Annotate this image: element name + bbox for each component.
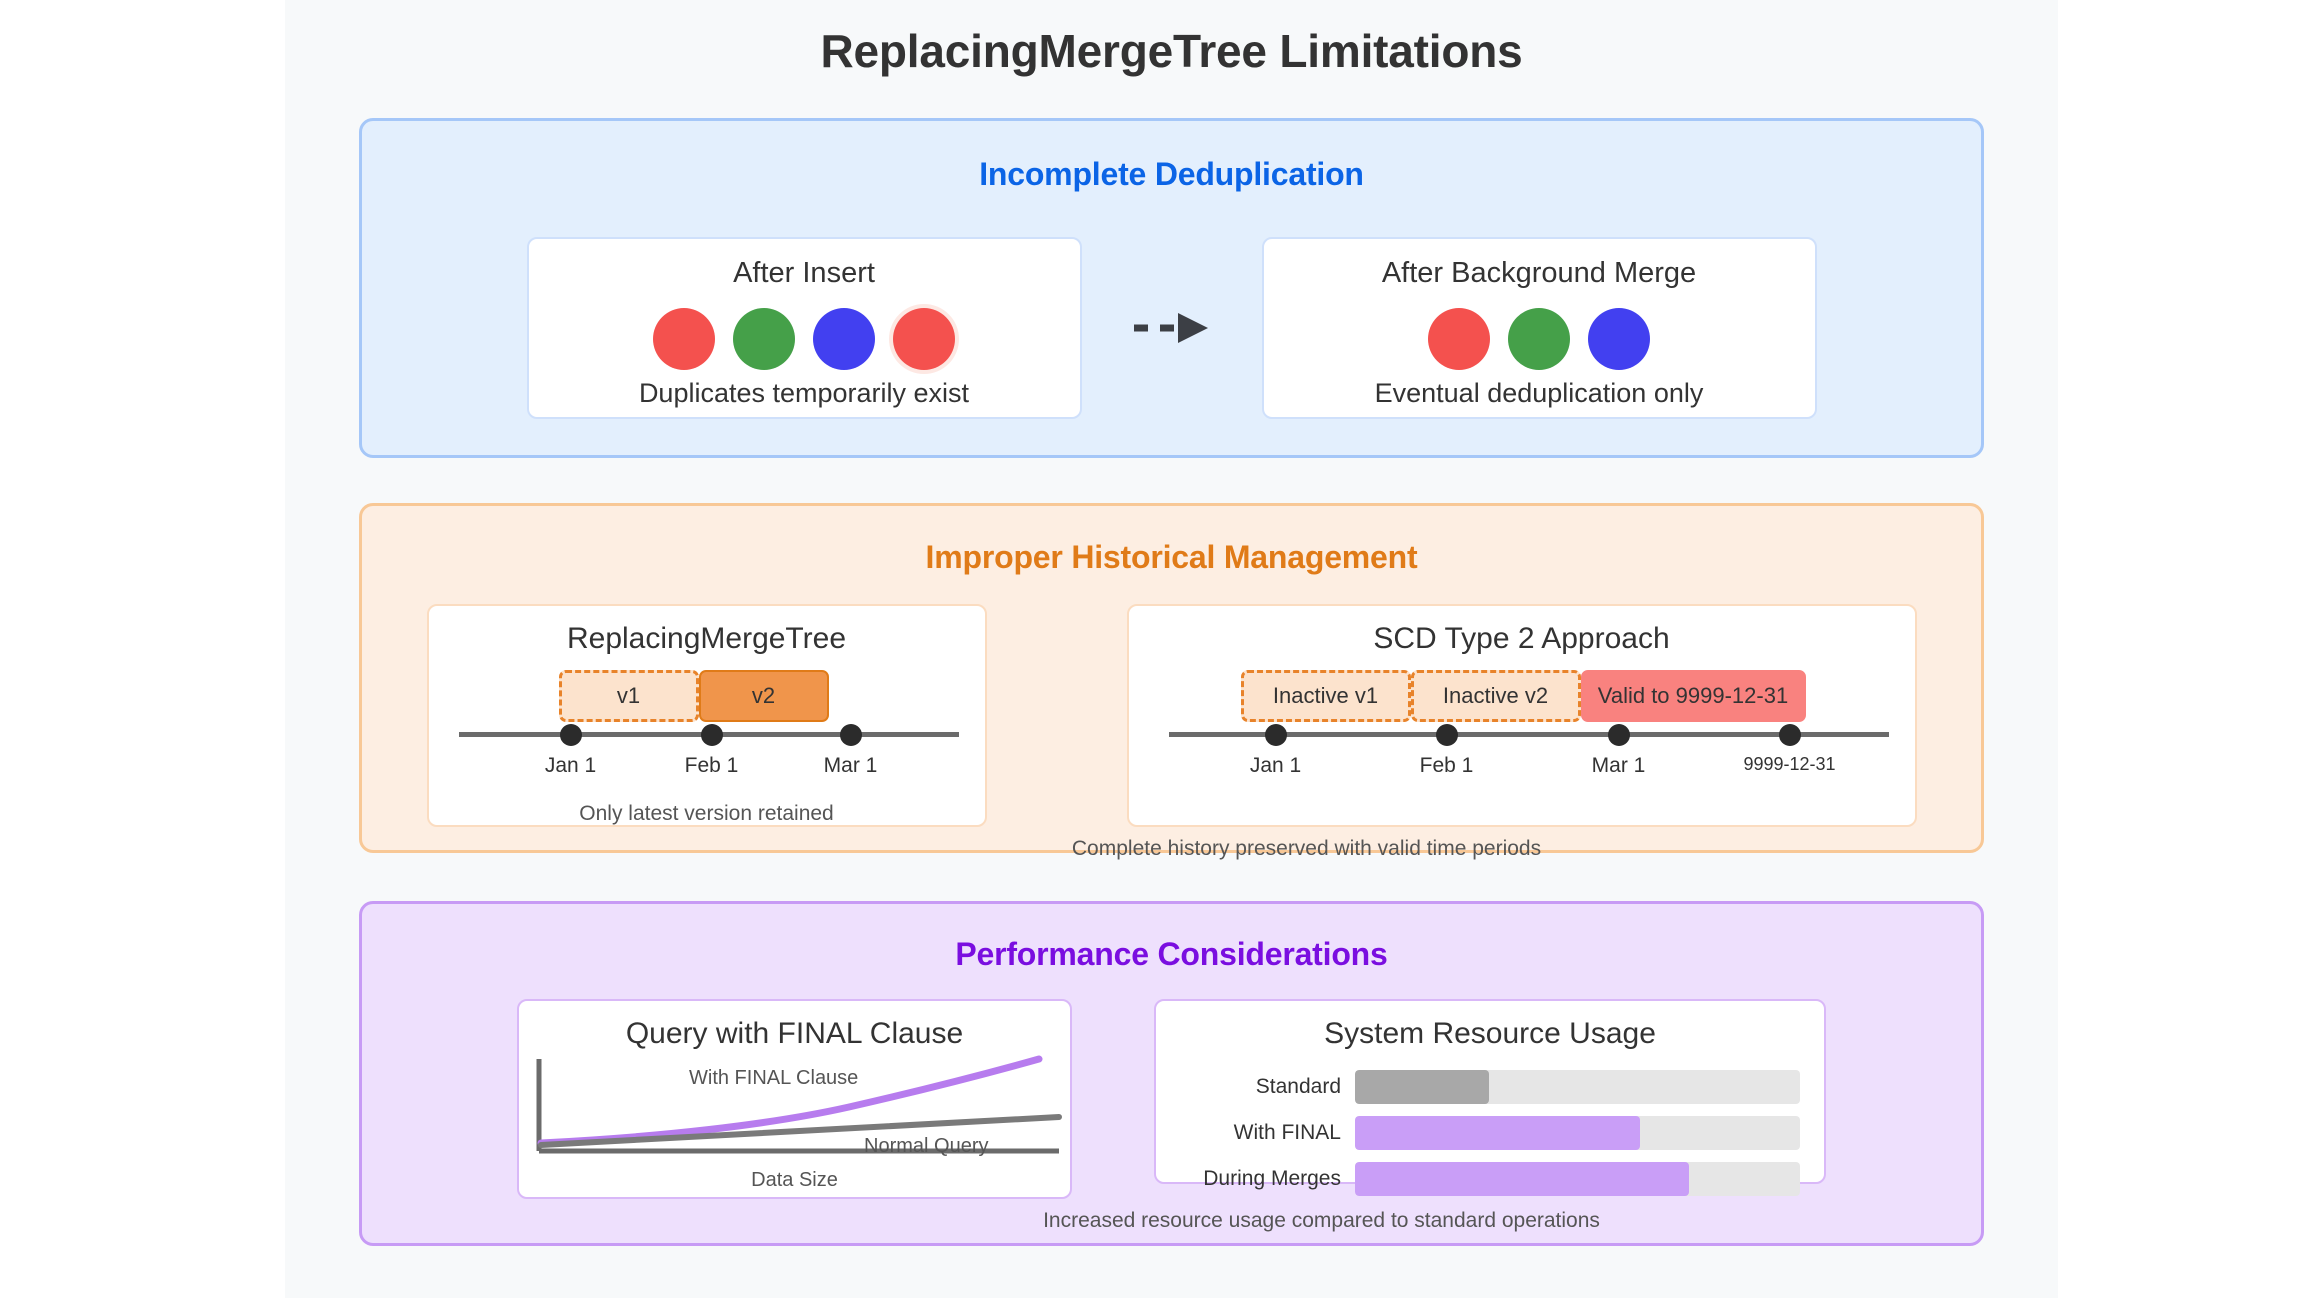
timeline-tick-label: Feb 1 [1419, 754, 1474, 777]
timeline-dot [559, 724, 582, 746]
record-circle-red [1428, 308, 1490, 370]
card-caption-after-insert: Duplicates temporarily exist [638, 378, 970, 408]
version-box-label: v2 [751, 683, 776, 708]
card-title-final: Query with FINAL Clause [625, 1017, 964, 1050]
card-title-rmt: ReplacingMergeTree [566, 622, 847, 655]
history-card-row: ReplacingMergeTree v1 v2 Jan 1 Feb 1 Mar… [362, 604, 1981, 827]
card-query-with-final: Query with FINAL Clause With FINAL Claus… [517, 999, 1072, 1199]
period-box-label: Valid to 9999-12-31 [1597, 683, 1789, 708]
timeline-dot [1435, 724, 1458, 746]
section-improper-historical-management: Improper Historical Management Replacing… [359, 503, 1984, 860]
timeline-dot [1607, 724, 1630, 746]
timeline-tick-label: Mar 1 [1591, 754, 1646, 777]
card-after-insert: After Insert Duplicates temporarily exis… [526, 237, 1082, 419]
card-replacingmergetree: ReplacingMergeTree v1 v2 Jan 1 Feb 1 Mar… [426, 604, 987, 827]
section-performance-considerations: Performance Considerations Query with FI… [359, 901, 1984, 1246]
timeline-tick-label: Jan 1 [544, 754, 597, 777]
section-note-scd: Complete history preserved with valid ti… [1071, 837, 1542, 860]
bar-label: During Merges [1203, 1167, 1341, 1190]
record-circle-blue [1588, 308, 1650, 370]
section-incomplete-deduplication: Incomplete Deduplication After Insert Du… [359, 118, 1984, 458]
bar-track [1355, 1162, 1800, 1196]
bar-fill-during-merges [1355, 1162, 1689, 1196]
period-box-label: Inactive v1 [1272, 683, 1379, 708]
record-circle-red [653, 308, 715, 370]
section-title-performance: Performance Considerations [955, 936, 1388, 972]
chart-xlabel: Data Size [751, 1169, 838, 1191]
version-box-label: v1 [616, 683, 641, 708]
record-circle-blue [813, 308, 875, 370]
timeline-rmt: v1 v2 Jan 1 Feb 1 Mar 1 [429, 670, 985, 780]
card-title-scd: SCD Type 2 Approach [1373, 622, 1670, 655]
timeline-dot [1264, 724, 1287, 746]
card-caption-after-merge: Eventual deduplication only [1374, 378, 1704, 408]
section-title-dedup: Incomplete Deduplication [979, 156, 1364, 192]
section-note-performance: Increased resource usage compared to sta… [1043, 1209, 1600, 1232]
timeline-dot [839, 724, 862, 746]
record-circle-green [733, 308, 795, 370]
series-normal-query [538, 1114, 1062, 1148]
timeline-dot [1778, 724, 1801, 746]
bar-label: With FINAL [1233, 1121, 1341, 1144]
card-system-resource-usage: System Resource Usage Standard With FINA… [1154, 999, 1826, 1196]
timeline-axis [1168, 732, 1889, 737]
bar-row: Standard [1166, 1067, 1800, 1107]
performance-card-row: Query with FINAL Clause With FINAL Claus… [362, 999, 1981, 1199]
dedup-arrow-gap [1082, 310, 1262, 346]
timeline-dot [700, 724, 723, 746]
page-title: ReplacingMergeTree Limitations [820, 25, 1523, 77]
card-title-after-merge: After Background Merge [1381, 257, 1697, 289]
record-circle-green [1508, 308, 1570, 370]
bar-row: During Merges [1166, 1159, 1800, 1199]
period-box-inactive-v1: Inactive v1 [1240, 670, 1411, 722]
card-scd-type-2: SCD Type 2 Approach Inactive v1 Inactive… [1126, 604, 1917, 827]
series-with-final [537, 1055, 1043, 1147]
annotation-normal-query: Normal Query [864, 1135, 989, 1157]
bar-track [1355, 1116, 1800, 1150]
version-box-v1: v1 [558, 670, 699, 722]
bar-fill-with-final [1355, 1116, 1640, 1150]
annotation-with-final: With FINAL Clause [689, 1067, 859, 1089]
card-after-background-merge: After Background Merge Eventual deduplic… [1261, 237, 1817, 419]
card-title-resource: System Resource Usage [1324, 1017, 1656, 1050]
card-note-rmt: Only latest version retained [579, 802, 834, 825]
timeline-tick-label: Jan 1 [1249, 754, 1302, 777]
timeline-tick-label: 9999-12-31 [1743, 754, 1836, 774]
circle-row-after-insert [529, 306, 1080, 372]
line-chart-svg [536, 1055, 1062, 1154]
circle-row-after-merge [1264, 306, 1815, 372]
timeline-tick-label: Mar 1 [823, 754, 878, 777]
line-chart-final: With FINAL Clause Normal Query Data Size [519, 1051, 1070, 1191]
record-circle-red-duplicate [893, 308, 955, 370]
bar-row: With FINAL [1166, 1113, 1800, 1153]
dedup-card-row: After Insert Duplicates temporarily exis… [362, 237, 1981, 419]
timeline-tick-label: Feb 1 [684, 754, 739, 777]
card-title-after-insert: After Insert [733, 257, 875, 289]
period-box-valid-to-end: Valid to 9999-12-31 [1580, 670, 1806, 722]
section-title-history: Improper Historical Management [925, 539, 1418, 575]
bar-label: Standard [1255, 1075, 1341, 1098]
version-box-v2: v2 [698, 670, 829, 722]
period-box-label: Inactive v2 [1442, 683, 1549, 708]
bar-chart-resource: Standard With FINAL During Merges [1156, 1067, 1824, 1199]
timeline-scd: Inactive v1 Inactive v2 Valid to 9999-12… [1129, 670, 1915, 780]
page-root: ReplacingMergeTree Limitations Incomplet… [285, 0, 2058, 1298]
bar-fill-standard [1355, 1070, 1489, 1104]
period-box-inactive-v2: Inactive v2 [1410, 670, 1581, 722]
dashed-arrow-right-icon [1133, 313, 1208, 343]
bar-track [1355, 1070, 1800, 1104]
